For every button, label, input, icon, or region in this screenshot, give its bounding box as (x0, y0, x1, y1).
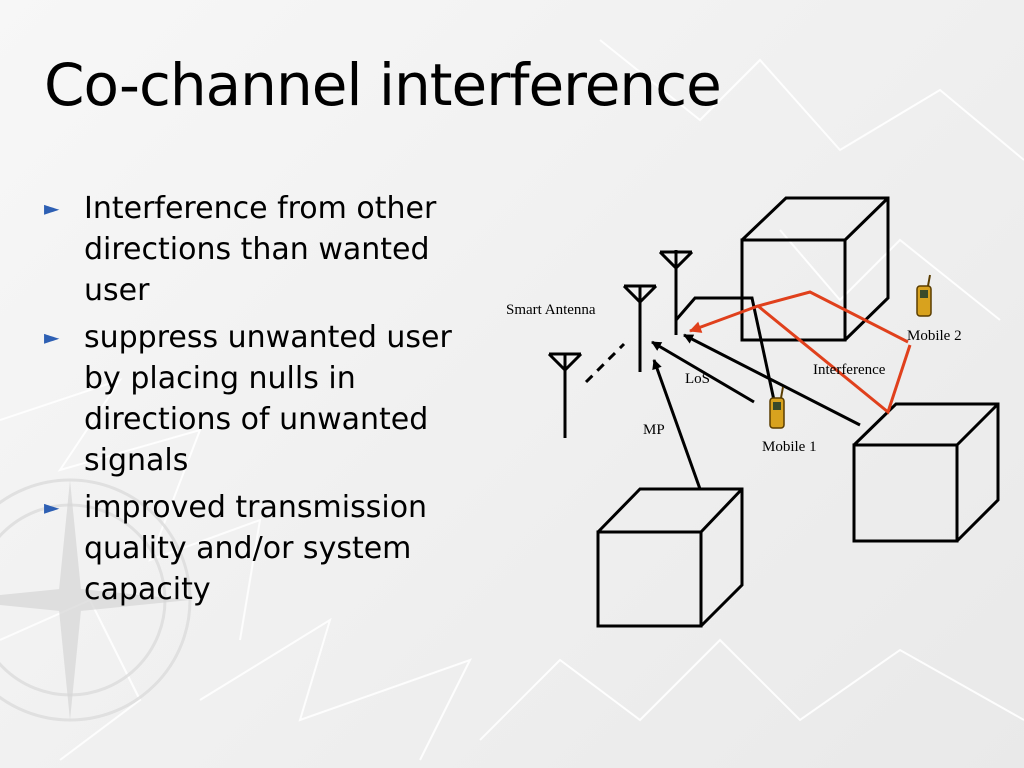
building-top-right (740, 196, 890, 342)
bullet-list: ► Interference from other directions tha… (44, 188, 464, 616)
building-bottom-center (596, 487, 744, 628)
antenna-array-dashed-link (584, 342, 626, 384)
slide-title: Co-channel interference (44, 51, 722, 119)
label-interference: Interference (813, 362, 886, 378)
label-mp: MP (643, 422, 665, 438)
bullet-text: Interference from other directions than … (84, 191, 437, 308)
interference-path (689, 290, 912, 415)
building-bottom-right (852, 402, 1000, 543)
bullet-arrow-icon: ► (44, 196, 60, 220)
label-smart-antenna: Smart Antenna (506, 302, 596, 318)
label-mobile-2: Mobile 2 (907, 328, 962, 344)
bullet-item: ► Interference from other directions tha… (44, 188, 464, 311)
label-los: LoS (685, 371, 710, 387)
bullet-item: ► improved transmission quality and/or s… (44, 487, 464, 610)
bullet-text: suppress unwanted user by placing nulls … (84, 320, 452, 478)
mobile-phone-icon (916, 274, 932, 317)
mobile-phone-icon (769, 386, 785, 429)
antenna-element (547, 352, 583, 438)
antenna-element (658, 250, 694, 335)
label-mobile-1: Mobile 1 (762, 439, 817, 455)
signal-paths (651, 296, 861, 490)
bullet-arrow-icon: ► (44, 325, 60, 349)
antenna-element (622, 284, 658, 372)
bullet-arrow-icon: ► (44, 495, 60, 519)
bullet-item: ► suppress unwanted user by placing null… (44, 317, 464, 481)
bullet-text: improved transmission quality and/or sys… (84, 490, 428, 607)
